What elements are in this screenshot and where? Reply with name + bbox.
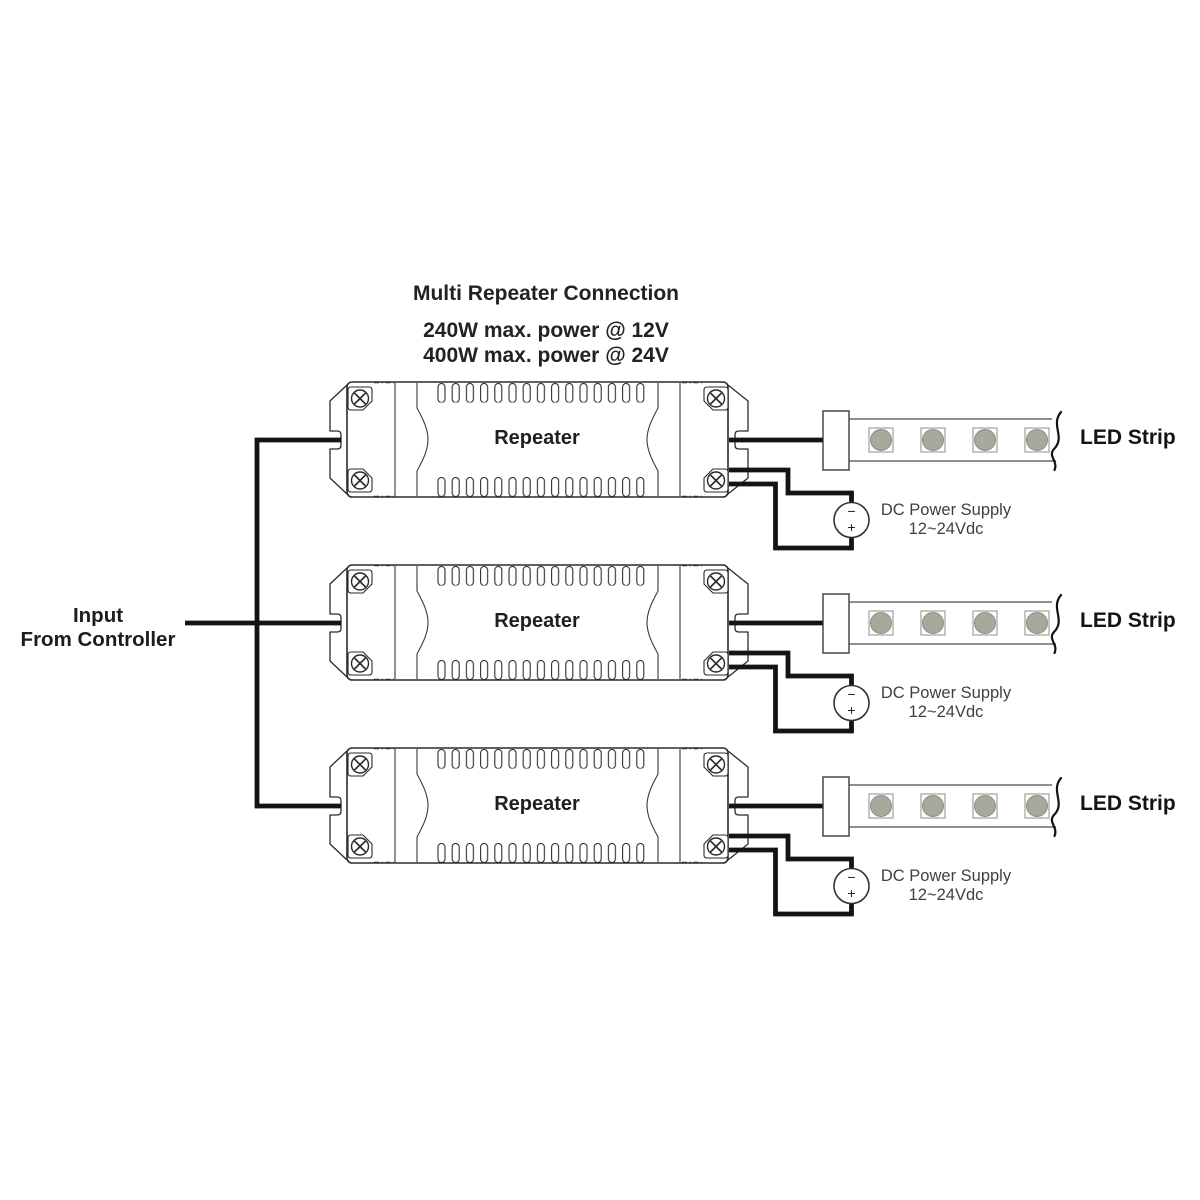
dc-supply-voltage: 12~24Vdc (908, 885, 984, 904)
dc-minus-sign: − (847, 685, 856, 702)
dc-power-supply-label: DC Power Supply 12~24Vdc (858, 867, 1034, 904)
dc-supply-name: DC Power Supply (880, 684, 1012, 702)
dc-plus-sign: + (847, 702, 856, 718)
dc-power-supply-label: DC Power Supply 12~24Vdc (858, 684, 1034, 721)
dc-supply-voltage: 12~24Vdc (908, 702, 984, 721)
power-spec-12v: 240W max. power @ 12V (423, 319, 669, 342)
input-from-controller-label: Input From Controller (8, 604, 188, 651)
dc-plus-sign: + (847, 885, 856, 901)
dc-power-supply-label: DC Power Supply 12~24Vdc (858, 501, 1034, 538)
repeater-label: Repeater (494, 610, 580, 632)
dc-plus-sign: + (847, 519, 856, 535)
dc-supply-name: DC Power Supply (880, 501, 1012, 519)
dc-minus-sign: − (847, 868, 856, 885)
diagram-title: Multi Repeater Connection (412, 282, 680, 305)
input-label-line2: From Controller (20, 627, 176, 651)
repeater-label: Repeater (494, 427, 580, 449)
repeater-label: Repeater (494, 793, 580, 815)
led-strip-label: LED Strip (1080, 792, 1176, 815)
dc-minus-sign: − (847, 502, 856, 519)
led-strip-label: LED Strip (1080, 609, 1176, 632)
dc-supply-name: DC Power Supply (880, 867, 1012, 885)
led-strip-label: LED Strip (1080, 426, 1176, 449)
power-spec-24v: 400W max. power @ 24V (423, 344, 669, 367)
dc-supply-voltage: 12~24Vdc (908, 519, 984, 538)
input-label-line1: Input (72, 604, 124, 627)
